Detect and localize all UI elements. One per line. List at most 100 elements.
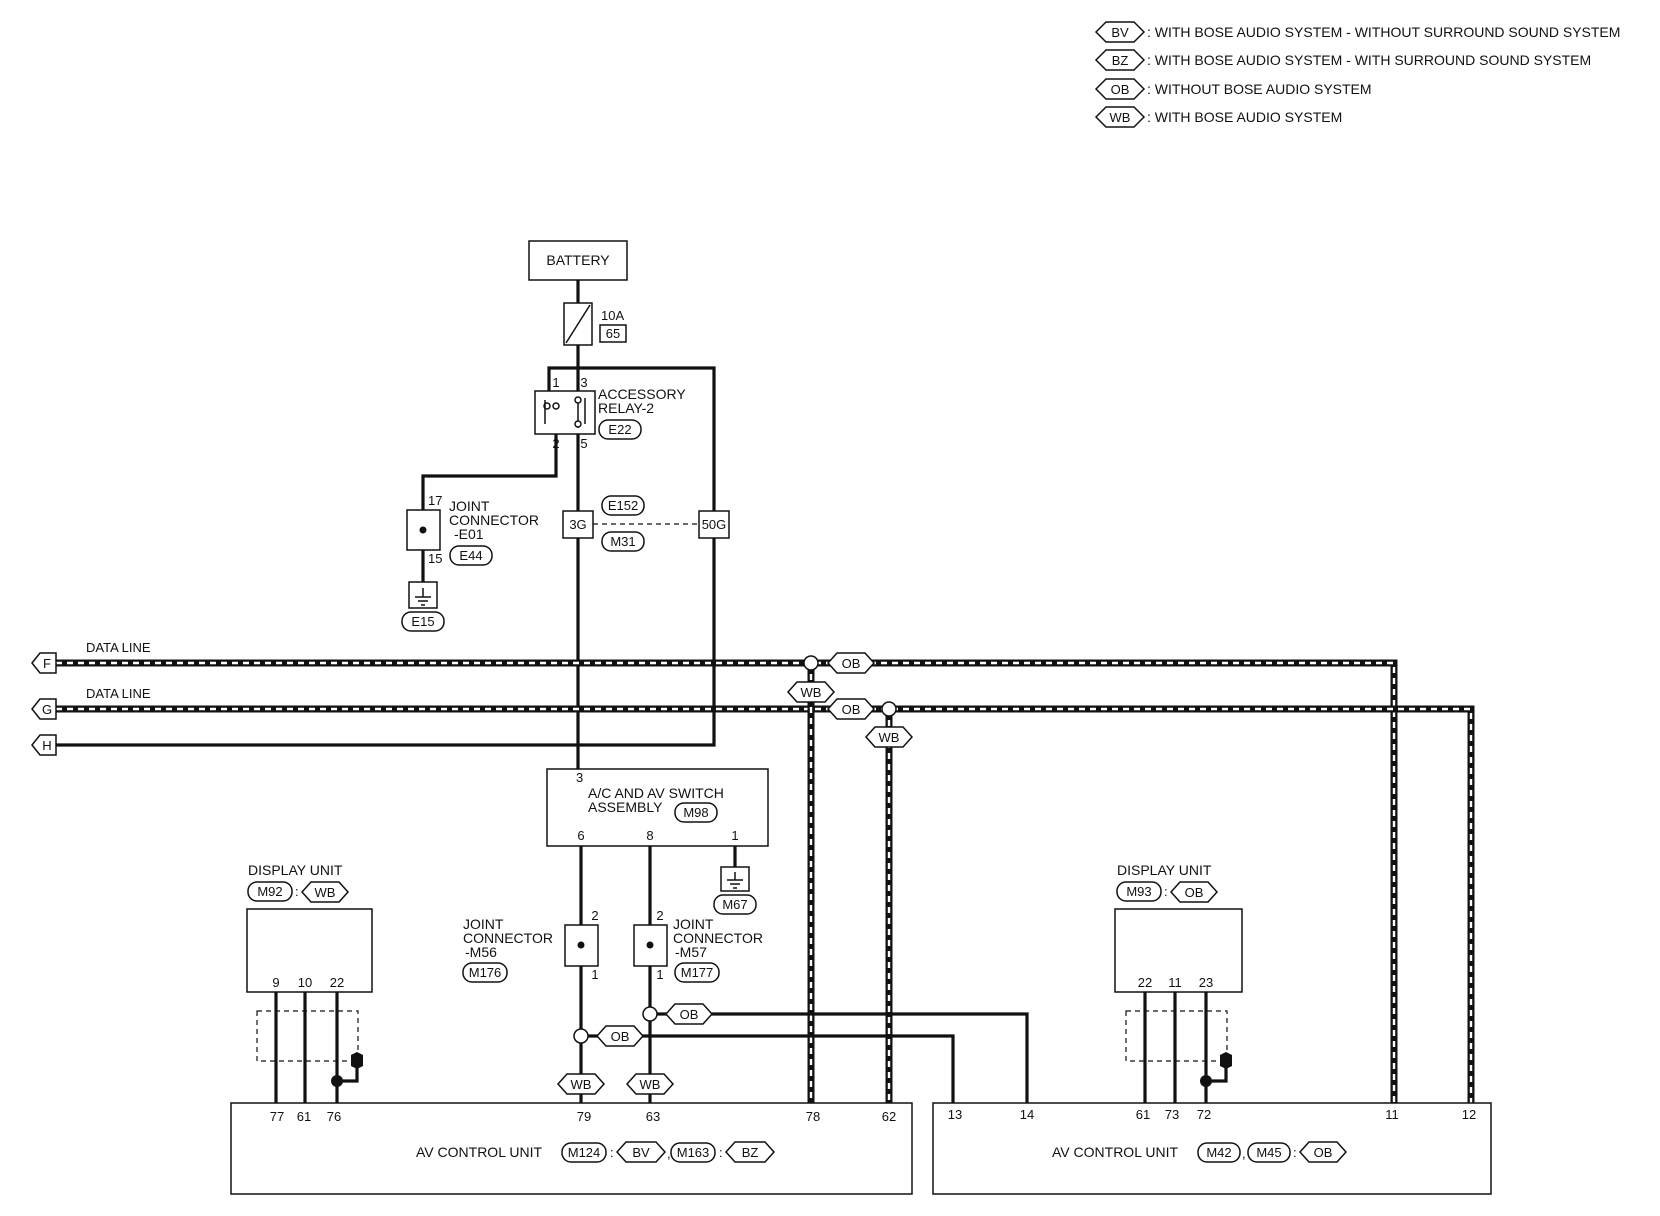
relay-pin-3: 3	[580, 375, 587, 390]
switch-pin-3: 3	[576, 770, 583, 785]
av-left-variant1: BV	[632, 1145, 650, 1160]
display-left-pin-22: 22	[330, 975, 344, 990]
legend-code: BZ	[1112, 53, 1129, 68]
av-right-pin-11: 11	[1385, 1107, 1399, 1122]
av-right-pin-61: 61	[1136, 1107, 1150, 1122]
display-left-pin-10: 10	[298, 975, 312, 990]
legend-item-wb: WB : WITH BOSE AUDIO SYSTEM	[1094, 106, 1342, 128]
fuse: 10A 65	[563, 302, 627, 346]
legend-item-bv: BV : WITH BOSE AUDIO SYSTEM - WITHOUT SU…	[1094, 21, 1620, 43]
legend-text: : WITHOUT BOSE AUDIO SYSTEM	[1147, 81, 1372, 97]
legend-text: : WITH BOSE AUDIO SYSTEM	[1147, 109, 1342, 125]
tag-text: WB	[640, 1077, 661, 1092]
joint-m57-line3: -M57	[675, 944, 707, 960]
legend-text: : WITH BOSE AUDIO SYSTEM - WITH SURROUND…	[1147, 52, 1591, 68]
arrow-f-label: F	[43, 656, 51, 671]
av-right-sep: :	[1293, 1145, 1297, 1160]
display-left-connector: M92	[257, 884, 282, 899]
av-right-pin-13: 13	[948, 1107, 962, 1122]
tag-ob-m57: OB	[664, 1003, 714, 1025]
av-left-pin-63: 63	[646, 1109, 660, 1124]
display-left-pin-9: 9	[272, 975, 279, 990]
display-right-connector: M93	[1126, 884, 1151, 899]
tag-ob-f: OB	[826, 652, 876, 674]
display-right-pin-22: 22	[1138, 975, 1152, 990]
legend-item-ob: OB : WITHOUT BOSE AUDIO SYSTEM	[1094, 78, 1372, 100]
av-control-unit-left: 77 61 76 79 63 78 62 AV CONTROL UNIT M12…	[230, 1102, 913, 1195]
joint-connector-e01: 17 15 JOINT CONNECTOR -E01 E44	[406, 493, 539, 566]
joint-e01-line3: -E01	[454, 526, 484, 542]
ground-m67: M67	[713, 866, 757, 915]
arrow-f: F	[31, 652, 57, 674]
joint-m56-pin-top: 2	[591, 908, 598, 923]
harness-connector: 3G 50G E152 M31	[562, 495, 730, 552]
switch-connector: M98	[683, 805, 708, 820]
av-left-sep: :	[719, 1145, 723, 1160]
tag-text: WB	[571, 1077, 592, 1092]
switch-pin-1: 1	[731, 828, 738, 843]
av-right-conn2: M45	[1256, 1145, 1281, 1160]
av-right-comma: ,	[1242, 1146, 1246, 1161]
legend: BV : WITH BOSE AUDIO SYSTEM - WITHOUT SU…	[1094, 21, 1620, 128]
joint-m57-line1: JOINT	[673, 916, 714, 932]
relay-label-2: RELAY-2	[598, 400, 654, 416]
joint-m57-line2: CONNECTOR	[673, 930, 763, 946]
display-right-variant: OB	[1185, 885, 1204, 900]
joint-connector-m57: 2 1 JOINT CONNECTOR -M57 M177	[633, 908, 763, 983]
harness-left-pin: 3G	[569, 517, 586, 532]
relay-pin-1: 1	[552, 375, 559, 390]
av-right-pin-73: 73	[1165, 1107, 1179, 1122]
ground-m67-connector: M67	[722, 897, 747, 912]
joint-m57-pin-bottom: 1	[656, 967, 663, 982]
av-left-conn1: M124	[568, 1145, 601, 1160]
av-right-pin-14: 14	[1020, 1107, 1034, 1122]
battery-label: BATTERY	[546, 252, 610, 268]
joint-m57-pin-top: 2	[656, 908, 663, 923]
av-left-pin-62: 62	[882, 1109, 896, 1124]
av-left-variant2: BZ	[742, 1145, 759, 1160]
joint-m56-line2: CONNECTOR	[463, 930, 553, 946]
av-left-sep: :	[610, 1145, 614, 1160]
av-right-label: AV CONTROL UNIT	[1052, 1144, 1178, 1160]
av-left-conn2: M163	[677, 1145, 710, 1160]
av-left-label: AV CONTROL UNIT	[416, 1144, 542, 1160]
switch-assembly: 3 A/C AND AV SWITCH ASSEMBLY M98 6 8 1	[546, 768, 769, 847]
arrow-h-label: H	[42, 738, 51, 753]
battery: BATTERY	[528, 240, 628, 281]
data-line-f-label: DATA LINE	[86, 640, 151, 655]
fuse-rating: 10A	[601, 308, 624, 323]
tag-wb-g: WB	[864, 726, 914, 748]
joint-e01-line1: JOINT	[449, 498, 490, 514]
relay-connector: E22	[608, 422, 631, 437]
tag-text: WB	[879, 730, 900, 745]
switch-label-2: ASSEMBLY	[588, 799, 663, 815]
display-right-label: DISPLAY UNIT	[1117, 862, 1212, 878]
tag-text: OB	[842, 656, 861, 671]
display-left-label: DISPLAY UNIT	[248, 862, 343, 878]
display-right-pin-11: 11	[1168, 975, 1182, 990]
av-left-comma: ,	[667, 1146, 671, 1161]
ground-e15: E15	[401, 581, 445, 632]
joint-m56-line1: JOINT	[463, 916, 504, 932]
av-left-pin-79: 79	[577, 1109, 591, 1124]
joint-e01-pin-top: 17	[428, 493, 442, 508]
relay-pin-5: 5	[580, 436, 587, 451]
arrow-g: G	[31, 698, 57, 720]
legend-item-bz: BZ : WITH BOSE AUDIO SYSTEM - WITH SURRO…	[1094, 49, 1591, 71]
tag-ob-m56: OB	[595, 1025, 645, 1047]
display-right-sep: :	[1164, 884, 1168, 899]
tag-wb-f: WB	[786, 681, 836, 703]
harness-conn-bottom: M31	[610, 534, 635, 549]
display-left-sep: :	[295, 884, 299, 899]
harness-conn-top: E152	[608, 498, 638, 513]
legend-code: WB	[1110, 110, 1131, 125]
av-left-pin-61: 61	[297, 1109, 311, 1124]
joint-connector-m56: 2 1 JOINT CONNECTOR -M56 M176	[462, 908, 599, 983]
joint-m56-pin-bottom: 1	[591, 967, 598, 982]
display-right-pin-23: 23	[1199, 975, 1213, 990]
av-left-pin-76: 76	[327, 1109, 341, 1124]
av-right-conn1: M42	[1206, 1145, 1231, 1160]
joint-m57-connector: M177	[681, 965, 714, 980]
tag-wb-m57: WB	[625, 1073, 675, 1095]
joint-m56-line3: -M56	[465, 944, 497, 960]
